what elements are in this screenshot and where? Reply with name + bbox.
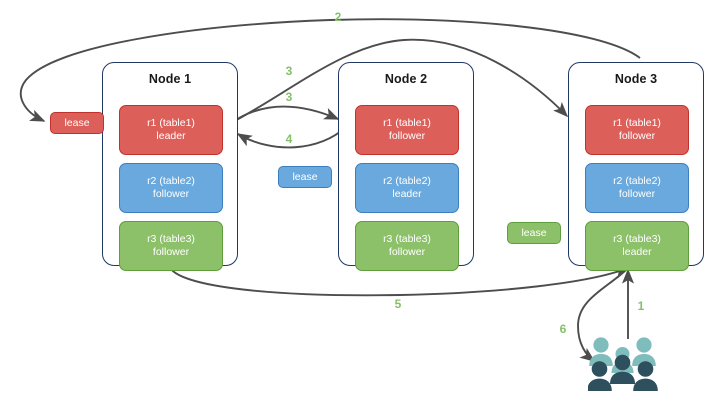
step-label-3-node2: 3 xyxy=(285,90,293,104)
replica-name: r1 (table1) xyxy=(383,116,431,129)
replica-node3-r2[interactable]: r2 (table2) follower xyxy=(585,163,689,213)
node-container-1[interactable]: Node 1 r1 (table1) leader r2 (table2) fo… xyxy=(102,62,238,271)
replica-node1-r3[interactable]: r3 (table3) follower xyxy=(119,221,223,271)
replica-role: follower xyxy=(388,130,426,142)
replica-name: r2 (table2) xyxy=(147,174,195,187)
step-label-6: 6 xyxy=(559,322,567,336)
replica-role: follower xyxy=(618,188,656,200)
replica-name: r3 (table3) xyxy=(147,232,195,245)
replica-node2-r2[interactable]: r2 (table2) leader xyxy=(355,163,459,213)
node-title-1: Node 1 xyxy=(148,72,192,86)
node-title-3: Node 3 xyxy=(614,72,658,86)
replica-node1-r1[interactable]: r1 (table1) leader xyxy=(119,105,223,155)
replica-name: r2 (table2) xyxy=(613,174,661,187)
step-label-4: 4 xyxy=(285,132,293,146)
replica-role: leader xyxy=(622,246,652,258)
replica-node3-r3[interactable]: r3 (table3) leader xyxy=(585,221,689,271)
replica-name: r2 (table2) xyxy=(383,174,431,187)
replica-role: leader xyxy=(392,188,422,200)
replica-role: follower xyxy=(152,188,190,200)
replica-name: r1 (table1) xyxy=(147,116,195,129)
step-label-3-node3: 3 xyxy=(285,64,293,78)
arrow-step-3-to-node2 xyxy=(230,105,340,124)
replica-role: leader xyxy=(156,130,186,142)
lease-badge-r1[interactable]: lease xyxy=(50,112,104,134)
replica-node1-r2[interactable]: r2 (table2) follower xyxy=(119,163,223,213)
replica-name: r3 (table3) xyxy=(613,232,661,245)
lease-badge-r3[interactable]: lease xyxy=(507,222,561,244)
people-group-icon xyxy=(588,337,658,391)
node-container-3[interactable]: Node 3 r1 (table1) follower r2 (table2) … xyxy=(568,62,704,271)
step-label-2: 2 xyxy=(334,10,342,24)
replica-node2-r1[interactable]: r1 (table1) follower xyxy=(355,105,459,155)
replica-name: r3 (table3) xyxy=(383,232,431,245)
node-container-2[interactable]: Node 2 r1 (table1) follower r2 (table2) … xyxy=(338,62,474,271)
replica-node2-r3[interactable]: r3 (table3) follower xyxy=(355,221,459,271)
replica-role: follower xyxy=(152,246,190,258)
step-label-5: 5 xyxy=(394,297,402,311)
node-title-2: Node 2 xyxy=(384,72,428,86)
replica-role: follower xyxy=(618,130,656,142)
replica-node3-r1[interactable]: r1 (table1) follower xyxy=(585,105,689,155)
replica-role: follower xyxy=(388,246,426,258)
replica-name: r1 (table1) xyxy=(613,116,661,129)
step-label-1: 1 xyxy=(637,299,645,313)
lease-badge-r2[interactable]: lease xyxy=(278,166,332,188)
